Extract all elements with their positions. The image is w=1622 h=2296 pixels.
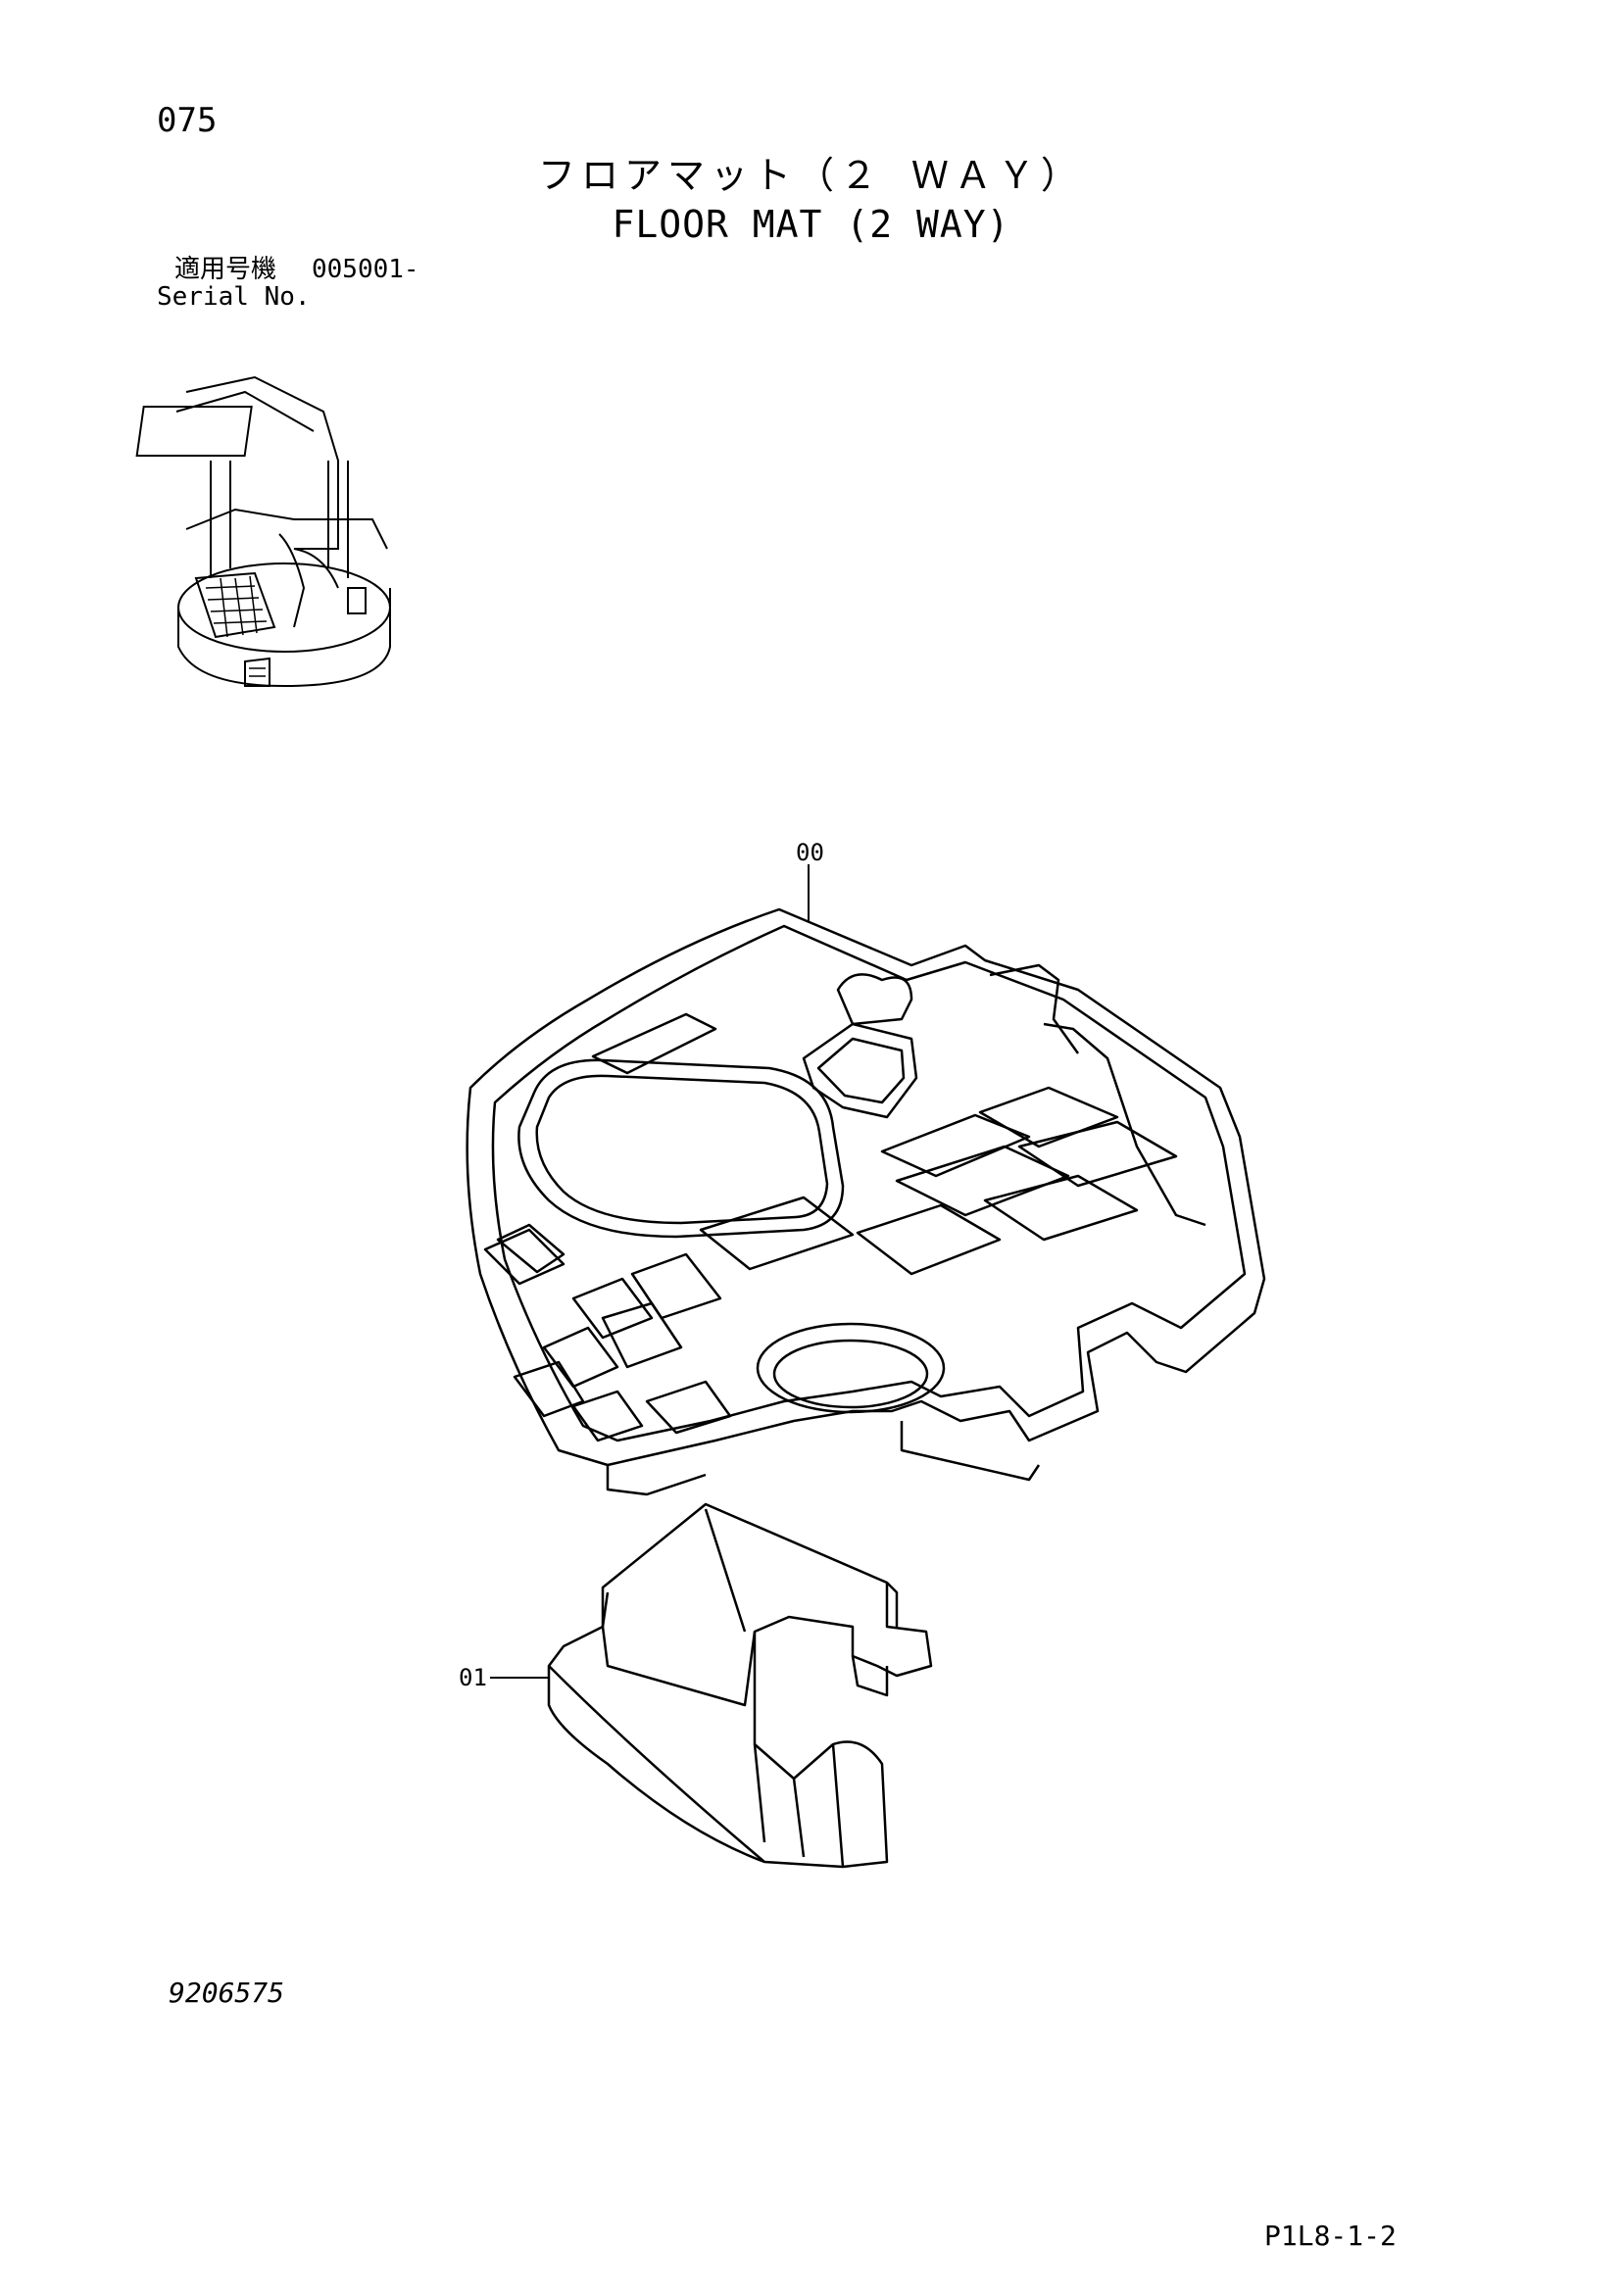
drawing-number: 9206575 <box>169 1977 285 2009</box>
page-number: 075 <box>157 101 218 140</box>
sheet-code: P1L8-1-2 <box>1264 2220 1397 2252</box>
callout-leaders <box>490 864 810 1679</box>
floor-mat-part-00 <box>466 907 1266 1496</box>
title-japanese: フロアマット（２ ＷＡＹ） <box>538 154 1084 197</box>
cover-part-01 <box>547 1502 933 1869</box>
serial-label-japanese: 適用号機 <box>174 255 277 284</box>
serial-number-range: 005001- <box>312 255 419 284</box>
callout-part-00: 00 <box>796 839 824 866</box>
serial-label-english: Serial No. <box>157 282 311 312</box>
callout-part-01: 01 <box>459 1664 487 1691</box>
location-thumbnail <box>135 375 391 688</box>
title-english: FLOOR MAT (2 WAY) <box>612 203 1010 246</box>
